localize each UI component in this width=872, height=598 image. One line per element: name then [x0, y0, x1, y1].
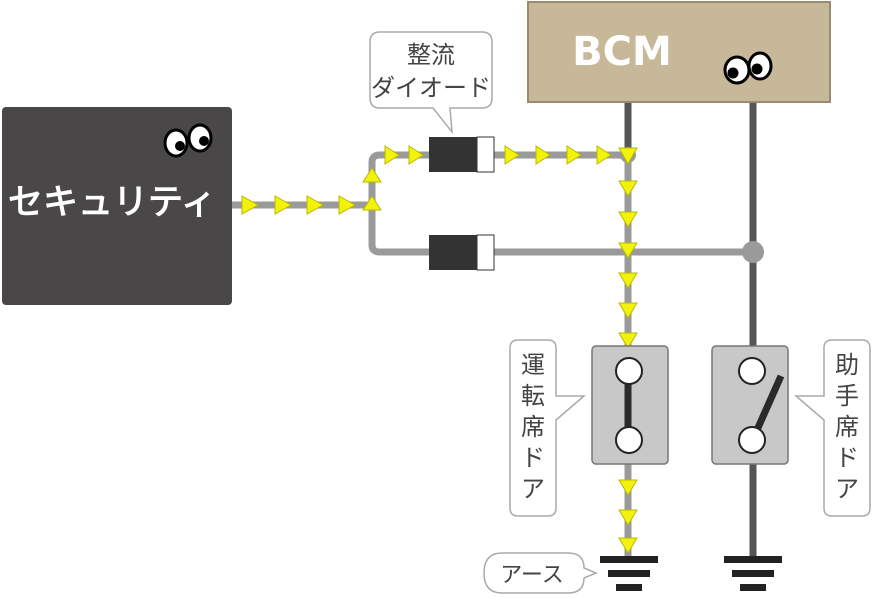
arrow-right: [274, 195, 293, 215]
driver-door-char: ド: [521, 444, 545, 472]
passenger-door-char: ド: [835, 444, 859, 472]
diode-callout: 整流 ダイオード: [369, 31, 493, 135]
arrow-right: [408, 145, 424, 165]
arrow-down: [618, 537, 638, 554]
ground-symbol-passenger: [724, 556, 782, 591]
arrow-down: [618, 147, 638, 166]
arrow-right: [241, 195, 260, 215]
arrow-down: [618, 211, 638, 228]
wires: [232, 100, 764, 560]
driver-door-char: 席: [521, 413, 545, 441]
passenger-door-char: 席: [835, 413, 859, 441]
arrow-down: [618, 332, 638, 349]
arrow-down: [618, 272, 638, 289]
arrow-right: [535, 145, 551, 165]
passenger-door-char: 助: [835, 351, 859, 379]
earth-callout: アース: [483, 552, 598, 594]
bcm-label: BCM: [572, 29, 672, 75]
security-module: セキュリティ: [2, 107, 232, 305]
rectifier-diode-lower: [429, 234, 495, 271]
driver-door-callout: 運 転 席 ド ア: [509, 339, 587, 517]
security-label: セキュリティ: [8, 183, 216, 223]
diode-callout-line1: 整流: [407, 41, 455, 69]
passenger-door-switch: [711, 345, 789, 465]
passenger-door-callout: 助 手 席 ド ア: [793, 339, 871, 517]
passenger-door-char: ア: [835, 475, 859, 503]
eyes-icon: [163, 123, 213, 158]
earth-label: アース: [500, 563, 564, 588]
arrow-right: [338, 195, 357, 215]
arrow-right: [504, 145, 520, 165]
wire-diode-upper-path: [368, 151, 628, 205]
arrow-right: [566, 145, 582, 165]
ground-symbol-driver: [600, 556, 658, 591]
arrow-down: [618, 242, 638, 259]
bcm-module: BCM: [527, 1, 831, 103]
arrow-right: [306, 195, 325, 215]
arrow-up: [362, 195, 382, 211]
junction-dot-passenger: [742, 241, 764, 263]
rectifier-diode-upper: [429, 136, 495, 173]
arrow-right: [384, 145, 400, 165]
driver-door-char: ア: [521, 475, 545, 503]
wire-diode-lower-path: [368, 205, 755, 256]
arrow-down: [618, 479, 638, 496]
current-flow-arrows: [241, 145, 638, 554]
passenger-door-char: 手: [835, 382, 859, 410]
driver-door-char: 運: [521, 351, 545, 379]
arrow-down: [618, 302, 638, 319]
arrow-up: [362, 167, 382, 183]
eyes-icon: [723, 51, 773, 85]
arrow-right: [596, 145, 612, 165]
driver-door-switch: [591, 345, 669, 465]
arrow-down: [618, 180, 638, 197]
diode-callout-line2: ダイオード: [371, 74, 491, 102]
driver-door-char: 転: [521, 382, 545, 410]
arrow-down: [618, 509, 638, 526]
